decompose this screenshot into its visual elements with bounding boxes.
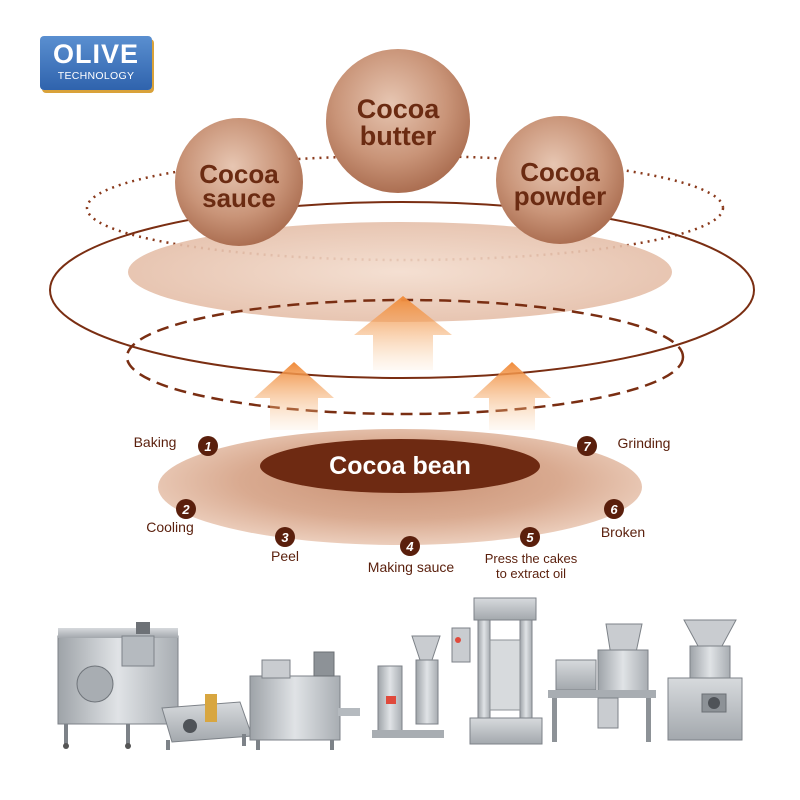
step-5-number: 5 (526, 530, 534, 545)
cocoa-bean-pill (260, 439, 540, 493)
bubble-powder-line2: powder (514, 181, 606, 211)
step-3-number: 3 (281, 530, 289, 545)
machine-grinder (667, 619, 743, 741)
step-4-label: Making sauce (368, 559, 455, 575)
step-6: 6 Broken (601, 499, 645, 540)
bubble-cocoa-sauce: Cocoa sauce (175, 118, 303, 246)
center-label: Cocoa bean (329, 452, 471, 480)
arrow-up-left (254, 362, 334, 430)
step-5-label: Press the cakes (485, 551, 578, 566)
step-7-number: 7 (583, 439, 591, 454)
step-7: 7 Grinding (577, 435, 670, 456)
step-4: 4 Making sauce (368, 536, 455, 575)
bubble-cocoa-butter: Cocoa butter (326, 49, 470, 193)
step-5: 5 Press the cakes to extract oil (485, 527, 578, 581)
step-2: 2 Cooling (146, 499, 196, 535)
step-6-label: Broken (601, 524, 645, 540)
olive-technology-logo: OLIVE TECHNOLOGY (40, 36, 152, 90)
step-7-label: Grinding (618, 435, 671, 451)
product-disc (128, 222, 672, 322)
bubble-powder-line1: Cocoa (520, 157, 600, 187)
machine-cooling-tray (161, 694, 253, 750)
step-6-number: 6 (610, 502, 618, 517)
bubble-sauce-line2: sauce (202, 183, 276, 213)
bubble-sauce-line1: Cocoa (199, 159, 279, 189)
step-2-label: Cooling (146, 519, 193, 535)
step-2-number: 2 (181, 502, 190, 517)
step-1-number: 1 (204, 439, 211, 454)
arrow-up-right (473, 362, 551, 430)
machine-roaster (57, 622, 179, 749)
arrow-up-center (354, 296, 452, 370)
step-4-number: 4 (405, 539, 414, 554)
step-1: 1 Baking (134, 434, 218, 456)
logo-line2: TECHNOLOGY (57, 70, 135, 82)
step-3: 3 Peel (271, 527, 299, 564)
step-1-label: Baking (134, 434, 177, 450)
step-3-label: Peel (271, 548, 299, 564)
machine-crusher (548, 623, 656, 742)
bubble-butter-line2: butter (360, 121, 437, 151)
step-5-label-line2: to extract oil (496, 566, 566, 581)
bubble-butter-line1: Cocoa (357, 94, 441, 124)
machine-colloid-mill (372, 635, 444, 738)
logo-line1: OLIVE (52, 39, 139, 69)
machine-peeler (249, 651, 360, 750)
machine-oil-press (451, 597, 543, 745)
solid-orbit-ring (49, 201, 755, 379)
bubble-cocoa-powder: Cocoa powder (496, 116, 624, 244)
